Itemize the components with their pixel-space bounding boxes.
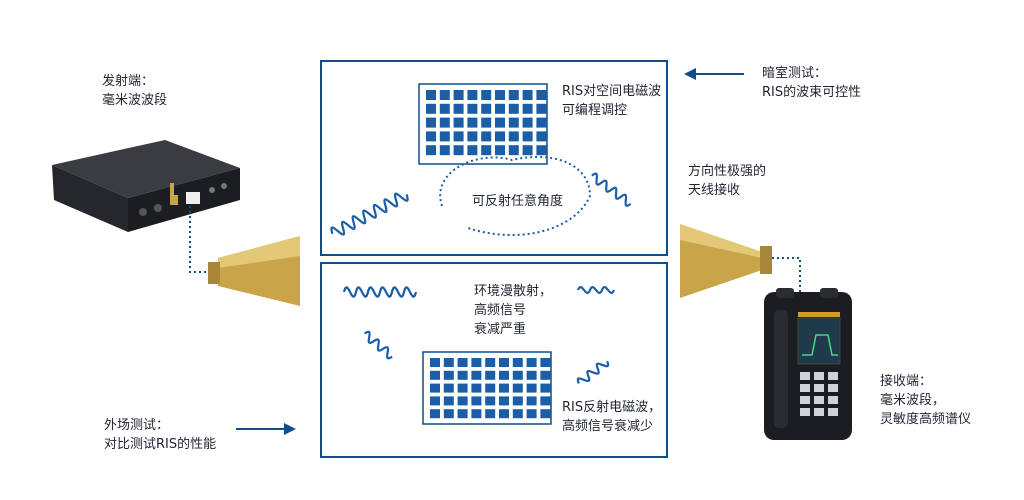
arrow-left-icon xyxy=(684,68,744,80)
arrow-right-icon xyxy=(236,423,296,435)
ris-control-label: RIS对空间电磁波 可编程调控 xyxy=(562,84,662,118)
field-test-label: 外场测试： 对比测试RIS的性能 xyxy=(104,418,217,452)
any-angle-label: 可反射任意角度 xyxy=(472,194,564,209)
directional-antenna-label: 方向性极强的 天线接收 xyxy=(688,164,767,198)
transmitter-label: 发射端： 毫米波波段 xyxy=(102,74,168,108)
receiver-label: 接收端： 毫米波段， 灵敏度高频谱仪 xyxy=(880,374,972,427)
ris-reflect-label: RIS反射电磁波， 高频信号衰减少 xyxy=(562,400,662,434)
scattering-label: 环境漫散射， 高频信号 衰减严重 xyxy=(474,284,553,337)
anechoic-test-label: 暗室测试： RIS的波束可控性 xyxy=(762,66,862,100)
